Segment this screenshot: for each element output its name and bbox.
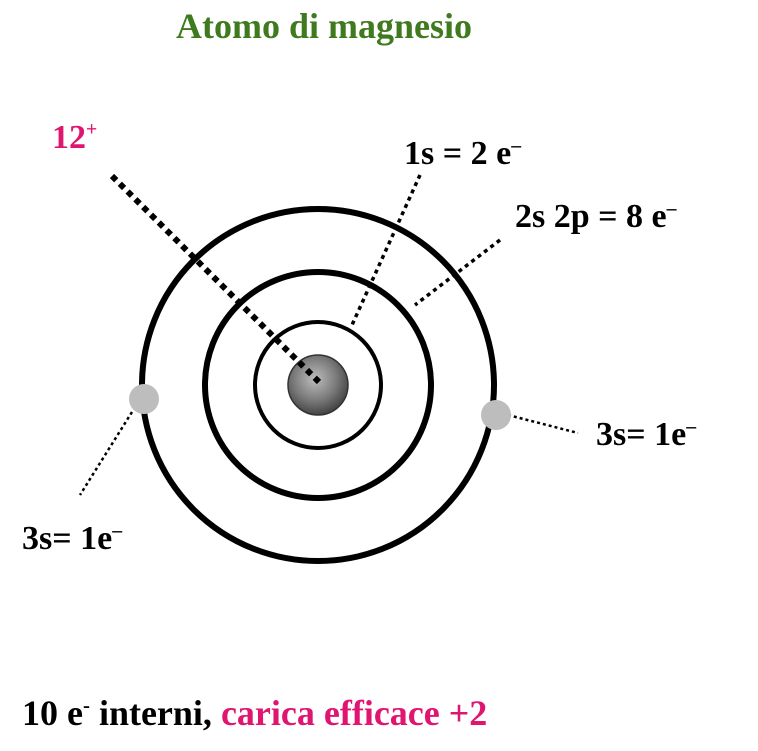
nucleus-leader-line	[109, 173, 323, 386]
shell-3-left-label: 3s= 1e–	[22, 519, 123, 557]
electron-left-leader-line	[78, 411, 134, 496]
diagram-title: Atomo di magnesio	[176, 6, 472, 46]
shell-3-right-label: 3s= 1e–	[596, 415, 697, 453]
effective-charge-label: carica efficace +2	[220, 693, 488, 733]
nucleus	[287, 354, 349, 416]
shell-2-label: 2s 2p = 8 e–	[515, 197, 677, 235]
shell-1-label: 1s = 2 e–	[404, 134, 522, 172]
shell-1-leader-line	[350, 174, 422, 326]
footer-caption: 10 e- interni, carica efficace +2	[22, 693, 488, 733]
shell-2-orbit	[202, 269, 434, 501]
shell-2-leader-line	[413, 238, 502, 307]
electron-3s-right	[481, 400, 511, 430]
electron-3s-left	[129, 384, 159, 414]
electron-right-leader-line	[507, 413, 579, 435]
nucleus-charge-label: 12+	[52, 118, 98, 156]
shell-1-orbit	[253, 320, 383, 450]
